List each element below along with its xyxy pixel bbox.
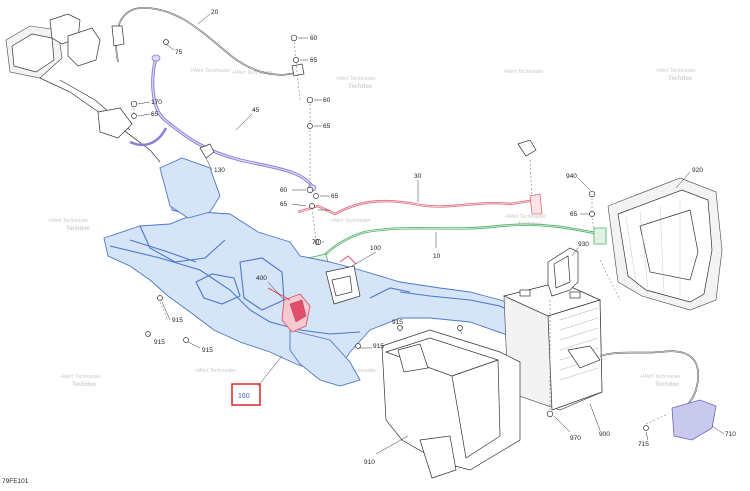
callout-70[interactable]: 70 xyxy=(312,239,320,246)
watermark: Techdoc xyxy=(655,382,680,388)
leader-lines xyxy=(137,13,725,455)
callout-65[interactable]: 65 xyxy=(323,123,331,130)
callout-710[interactable]: 710 xyxy=(725,431,736,438)
watermark: +Wert Techmaster xyxy=(335,368,376,374)
callout-60[interactable]: 60 xyxy=(310,35,318,42)
figure-code: 79FE101 xyxy=(2,478,29,485)
callout-715[interactable]: 715 xyxy=(638,441,649,448)
watermark: +Wert Techmaster xyxy=(655,68,696,74)
watermark: Techdoc xyxy=(348,84,373,90)
callout-915[interactable]: 915 xyxy=(373,343,384,350)
callout-75[interactable]: 75 xyxy=(175,49,183,56)
assembly-lines xyxy=(133,41,669,425)
callout-60[interactable]: 60 xyxy=(323,97,331,104)
callout-915[interactable]: 915 xyxy=(154,339,165,346)
fasteners xyxy=(130,34,649,431)
callout-900[interactable]: 900 xyxy=(599,431,610,438)
part-100 xyxy=(325,255,361,305)
watermark: +Wert Techmaster xyxy=(48,218,89,224)
watermark: +Wert Techmaster xyxy=(640,374,681,380)
callout-65[interactable]: 65 xyxy=(331,193,339,200)
highlight-box xyxy=(231,383,261,406)
callout-45[interactable]: 45 xyxy=(252,107,260,114)
callout-30[interactable]: 30 xyxy=(414,173,422,180)
callout-915[interactable]: 915 xyxy=(392,319,403,326)
strap-930 xyxy=(547,247,579,297)
callout-930[interactable]: 930 xyxy=(578,241,589,248)
callout-65[interactable]: 65 xyxy=(151,111,159,118)
watermark: +Wert Techmaster xyxy=(60,374,101,380)
battery-tray-910 xyxy=(381,329,521,479)
callout-20[interactable]: 20 xyxy=(211,9,219,16)
watermark: +Wert Techmaster xyxy=(232,70,273,76)
callout-940[interactable]: 940 xyxy=(566,173,577,180)
callout-915[interactable]: 915 xyxy=(172,317,183,324)
callout-970[interactable]: 970 xyxy=(570,435,581,442)
watermark: +Wert Techmaster xyxy=(503,69,544,75)
cover-920 xyxy=(607,177,723,311)
callout-65[interactable]: 65 xyxy=(280,201,288,208)
watermark: +Wert Techmaster xyxy=(190,68,231,74)
cable-20 xyxy=(111,7,305,77)
callout-labels: 20 75 60 65 45 170 65 130 60 65 60 65 65… xyxy=(151,9,736,466)
watermark: +Wert Techmaster xyxy=(505,214,546,220)
callout-160[interactable]: 160 xyxy=(238,393,250,400)
callout-10[interactable]: 10 xyxy=(433,253,441,260)
watermark: +Wert Techmaster xyxy=(195,368,236,374)
watermark: Techdoc xyxy=(66,226,91,232)
callout-65[interactable]: 65 xyxy=(570,211,578,218)
callout-915[interactable]: 915 xyxy=(202,347,213,354)
callout-170[interactable]: 170 xyxy=(151,99,162,106)
fuse-box-assembly xyxy=(5,13,161,163)
callout-65[interactable]: 65 xyxy=(310,57,318,64)
callout-100[interactable]: 100 xyxy=(370,245,381,252)
watermark: Techdoc xyxy=(668,76,693,82)
part-400 xyxy=(267,287,311,333)
watermark: +Wert Techmaster xyxy=(330,218,371,224)
callout-910[interactable]: 910 xyxy=(364,459,375,466)
watermark: +Wert Techmaster xyxy=(335,76,376,82)
callout-60[interactable]: 60 xyxy=(280,187,288,194)
callout-400[interactable]: 400 xyxy=(256,275,267,282)
cable-30 xyxy=(297,193,543,216)
cable-710 xyxy=(567,345,717,441)
callout-130[interactable]: 130 xyxy=(214,167,225,174)
callout-920[interactable]: 920 xyxy=(692,167,703,174)
watermark: Techdoc xyxy=(72,382,97,388)
